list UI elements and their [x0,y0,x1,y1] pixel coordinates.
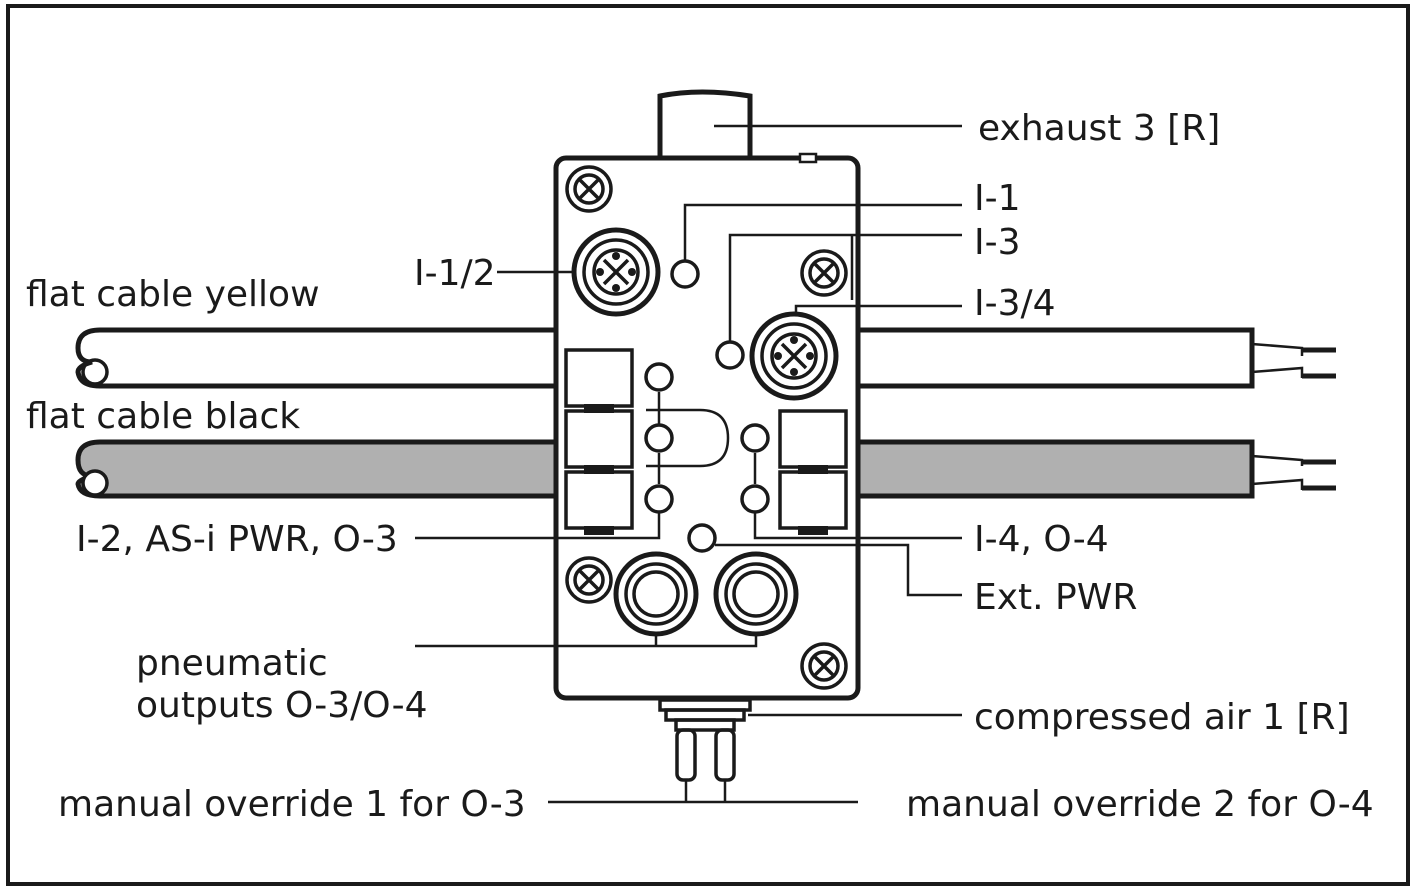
manual-override-pins [675,728,736,802]
exhaust-tube [657,89,753,158]
flat-cable-yellow-right [858,327,1336,389]
screw-icon [565,556,613,604]
label-manual-override-1: manual override 1 for O-3 [58,784,526,825]
flat-cable-black-left [75,439,559,499]
label-ext-pwr: Ext. PWR [974,577,1137,618]
label-flat-cable-black: flat cable black [26,396,300,437]
m12-socket-i34 [749,311,839,401]
contact-blocks-left [564,348,634,535]
led-right-mid [740,423,770,453]
leader-lines [415,124,962,804]
label-pneumatic-line2: outputs O-3/O-4 [136,685,428,726]
screw-icon [800,249,848,297]
m12-socket-i12 [571,227,661,317]
label-pneumatic-line1: pneumatic [136,643,328,684]
label-i2-asi-pwr-o3: I-2, AS-i PWR, O-3 [76,519,398,560]
label-compressed-air: compressed air 1 [R] [974,697,1350,738]
label-exhaust: exhaust 3 [R] [978,108,1220,149]
label-i4-o4: I-4, O-4 [974,519,1109,560]
label-flat-cable-yellow: flat cable yellow [26,274,320,315]
module-notch [798,152,818,164]
contact-blocks-right [778,409,848,535]
label-i3: I-3 [974,222,1021,263]
led-ext-pwr [687,523,717,553]
label-manual-override-2: manual override 2 for O-4 [906,784,1374,825]
compressed-air-fitting [658,698,752,732]
led-link-lines [646,392,757,484]
screw-icon [800,642,848,690]
led-left-top [644,362,674,392]
screw-icon [565,165,613,213]
led-left-mid [644,423,674,453]
flat-cable-yellow-left [75,327,556,389]
flat-cable-black-right [855,439,1336,499]
module-housing [553,155,861,701]
label-i1: I-1 [974,178,1021,219]
label-i12: I-1/2 [414,253,496,294]
label-i34: I-3/4 [974,283,1056,324]
